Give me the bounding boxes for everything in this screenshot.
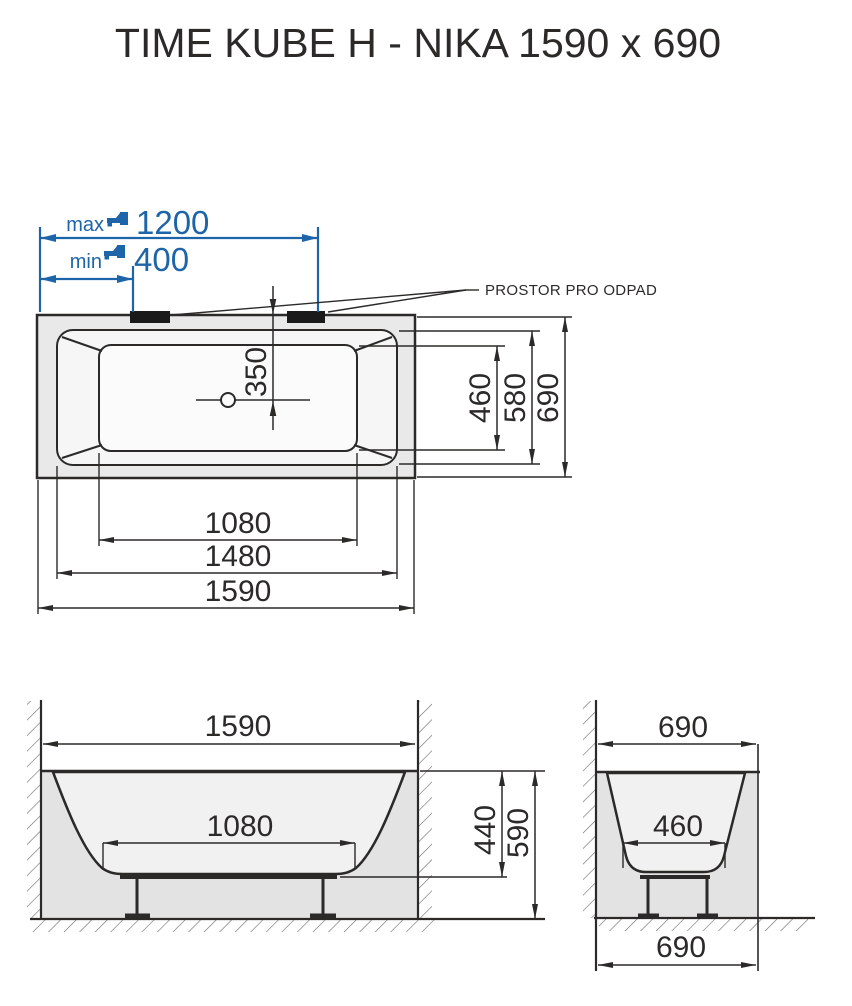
dim-length-rim: 1480 — [205, 540, 272, 573]
floor-hatching — [599, 919, 808, 931]
tub-corner-slopes — [61, 336, 393, 459]
faucet-icon — [104, 245, 125, 260]
tub-section-outline — [51, 770, 407, 876]
dim-front-length-overall: 1590 — [205, 710, 272, 743]
waste-slot-left — [130, 311, 170, 323]
dim-front-length-bottom: 1080 — [207, 810, 274, 843]
page-title: TIME KUBE H - NIKA 1590 x 690 — [115, 20, 721, 66]
dims-front: 1590 1080 440 590 — [43, 710, 545, 919]
dim-width-overall: 690 — [532, 373, 565, 423]
dim-tap-min: min 400 — [40, 241, 189, 312]
dim-width-rim: 580 — [499, 373, 532, 423]
leader-line — [327, 289, 467, 313]
dims-side: 690 460 690 — [598, 711, 756, 968]
wall-hatching — [583, 701, 595, 918]
top-view: max 1200 min 400 — [35, 204, 657, 614]
waste-area-callout: PROSTOR PRO ODPAD — [171, 282, 657, 316]
front-view: 1590 1080 440 590 — [27, 700, 545, 932]
tap-min-label: min — [70, 251, 102, 273]
leader-line — [171, 289, 467, 316]
dim-side-width-overall: 690 — [658, 711, 708, 744]
tap-max-value: 1200 — [136, 204, 209, 241]
tap-max-label: max — [66, 214, 104, 236]
side-view: 690 460 690 — [583, 700, 815, 971]
wall-hatching — [27, 701, 40, 919]
dim-width-inner: 460 — [464, 373, 497, 423]
drain-hole-icon — [220, 392, 236, 408]
floor-hatching — [30, 920, 437, 932]
tub-section-outline — [605, 771, 747, 874]
faucet-icon — [107, 212, 128, 227]
dims-top-lengths: 1080 1480 1590 — [37, 453, 415, 614]
dim-front-height: 590 — [502, 808, 535, 858]
dim-side-width-bottom: 460 — [653, 810, 703, 843]
dim-drain-offset: 350 — [240, 286, 277, 430]
drain-offset-value: 350 — [240, 347, 273, 397]
dim-front-depth: 440 — [469, 805, 502, 855]
dim-tap-max: max 1200 — [38, 204, 320, 312]
tap-min-value: 400 — [134, 241, 189, 278]
dims-top-widths: 460 580 690 — [359, 316, 572, 478]
dim-length-inner: 1080 — [205, 507, 272, 540]
dim-length-overall: 1590 — [205, 575, 272, 608]
wall-hatching — [419, 701, 432, 919]
waste-slot-right — [287, 311, 325, 323]
dim-side-width-floor: 690 — [656, 931, 706, 964]
waste-area-label: PROSTOR PRO ODPAD — [485, 282, 657, 299]
